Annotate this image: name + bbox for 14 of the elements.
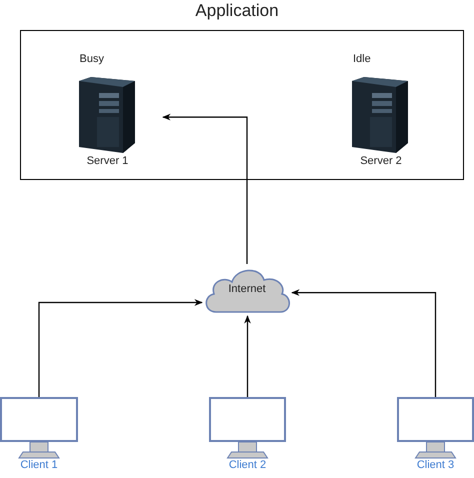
arrow [291,289,436,397]
server-label: Server 2 [359,155,403,167]
server-label: Server 1 [86,155,130,167]
application-frame [20,30,464,180]
client-label: Client 1 [19,459,59,471]
client-label: Client 3 [416,459,456,471]
status-label: Idle [353,53,371,65]
client-label: Client 2 [228,459,268,471]
arrow [244,315,251,397]
cloud-label: Internet [227,283,267,295]
frame-title: Application [194,1,280,21]
arrow [38,299,203,397]
status-label: Busy [80,53,104,65]
arrow [162,114,248,264]
